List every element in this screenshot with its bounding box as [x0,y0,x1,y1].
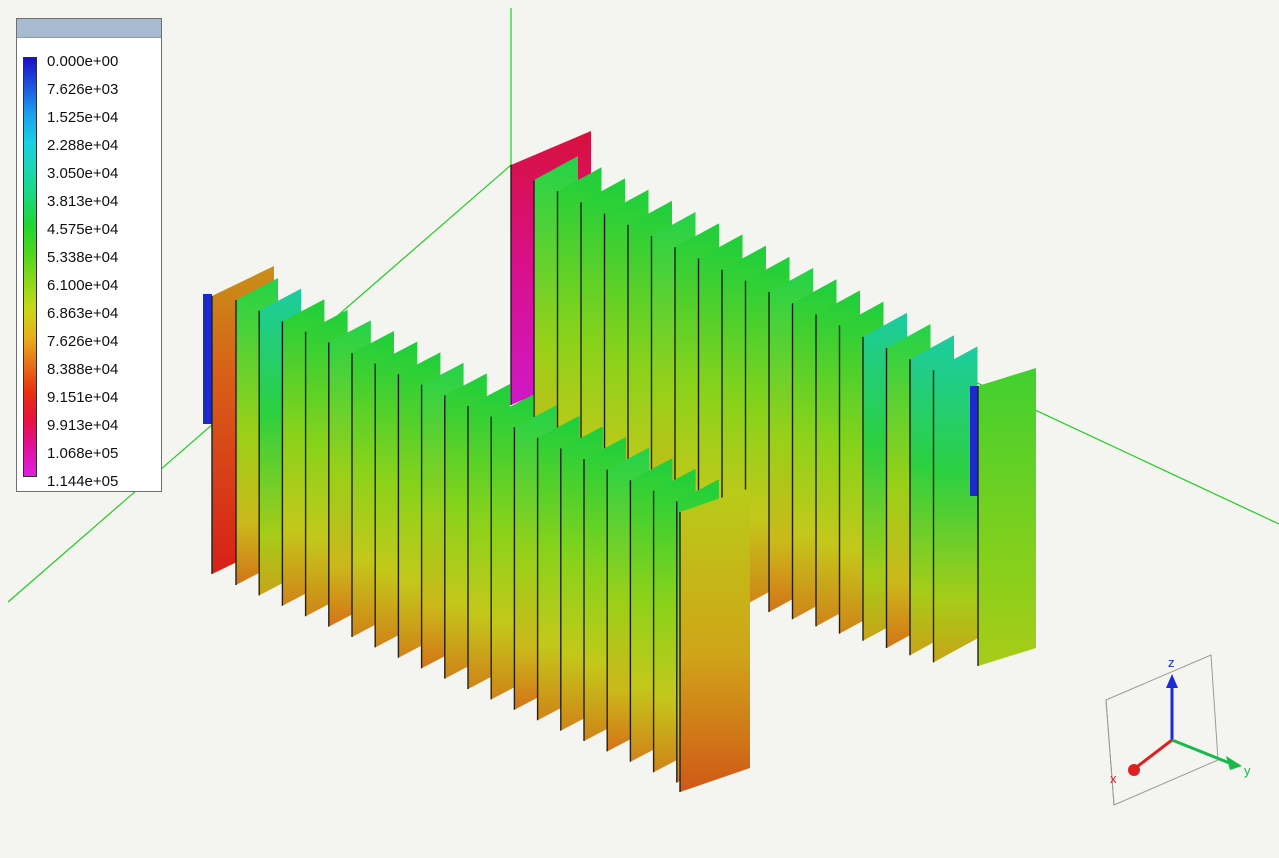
edge-strip [203,294,212,424]
legend-color-bar [23,57,37,477]
legend-value: 6.100e+04 [47,277,119,294]
legend-value: 1.144e+05 [47,473,119,490]
legend-value: 7.626e+04 [47,333,119,350]
legend-title-bar[interactable] [17,19,161,38]
triad-frame [1105,654,1219,806]
legend-value: 9.913e+04 [47,417,119,434]
legend-value: 1.068e+05 [47,445,119,462]
front-fin-array [203,266,750,792]
legend-value: 9.151e+04 [47,389,119,406]
z-axis-label: z [1168,655,1175,670]
end-plate [978,368,1036,666]
z-axis-arrow [1166,674,1178,740]
legend-value: 1.525e+04 [47,109,119,126]
end-plate [680,488,750,792]
color-legend: 0.000e+00 7.626e+03 1.525e+04 2.288e+04 … [16,18,162,492]
y-axis-arrow [1171,738,1242,770]
legend-value: 3.050e+04 [47,165,119,182]
legend-value: 6.863e+04 [47,305,119,322]
edge-strip [970,386,978,496]
legend-value: 8.388e+04 [47,361,119,378]
legend-value: 7.626e+03 [47,81,119,98]
orientation-triad[interactable]: z y x [1096,650,1266,810]
legend-value: 3.813e+04 [47,193,119,210]
fin [933,346,978,663]
legend-value: 5.338e+04 [47,249,119,266]
legend-value: 2.288e+04 [47,137,119,154]
x-axis-label: x [1110,771,1117,786]
x-axis-arrow [1128,738,1173,776]
y-axis-label: y [1244,763,1251,778]
legend-value: 4.575e+04 [47,221,119,238]
legend-value: 0.000e+00 [47,53,119,70]
